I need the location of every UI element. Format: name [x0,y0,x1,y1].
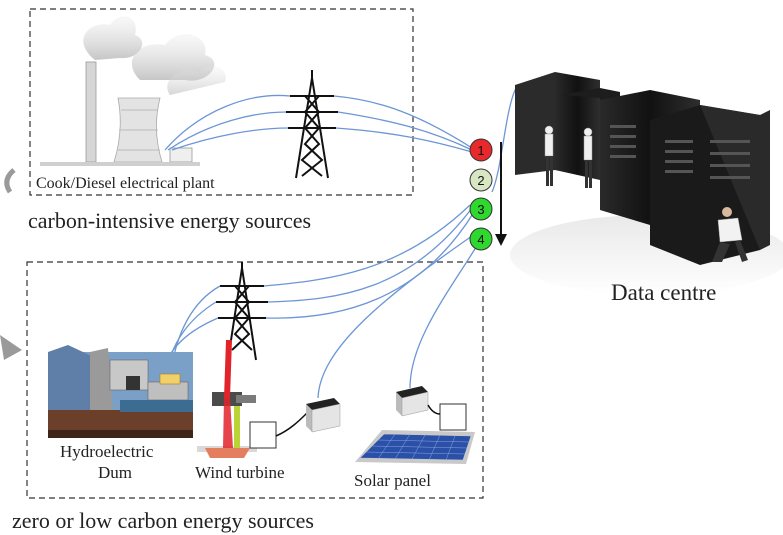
left-arrow-lower [0,335,22,360]
priority-1: 1 [469,138,493,162]
hydro-label-line1: Hydroelectric [60,442,154,461]
low-carbon-group-box [26,261,484,499]
solar-panel-icon [355,430,475,464]
priority-4: 4 [469,227,493,251]
coal-plant-icon [40,16,226,166]
battery-icon [396,386,429,417]
wind-turbine-label: Wind turbine [195,463,285,482]
priority-indicator: 1 2 3 4 [469,138,507,251]
priority-3-label: 3 [477,202,484,217]
charge-controller-icon [439,403,467,431]
solar-panel-label: Solar panel [354,471,431,490]
priority-2: 2 [469,168,493,192]
battery-icon [306,398,341,433]
coal-plant-label: Cook/Diesel electrical plant [36,175,215,192]
lower-transmission-tower-icon [216,262,268,361]
wind-turbine-icon [197,340,309,458]
hydro-label-line2: Dum [98,463,132,482]
hydroelectric-dam-icon [48,345,193,438]
data-centre-image [510,72,783,295]
carbon-intensive-group-box [29,8,414,196]
upper-transmission-tower-icon [286,70,338,179]
priority-3: 3 [469,197,493,221]
data-centre-label: Data centre [611,280,716,305]
priority-4-label: 4 [477,232,484,247]
left-arrow-upper [4,168,16,194]
low-carbon-title: zero or low carbon energy sources [12,508,314,533]
carbon-intensive-title: carbon-intensive energy sources [28,208,311,233]
power-wires [161,87,517,399]
controller-wire [427,404,441,415]
priority-1-label: 1 [477,143,484,158]
priority-2-label: 2 [477,173,484,188]
